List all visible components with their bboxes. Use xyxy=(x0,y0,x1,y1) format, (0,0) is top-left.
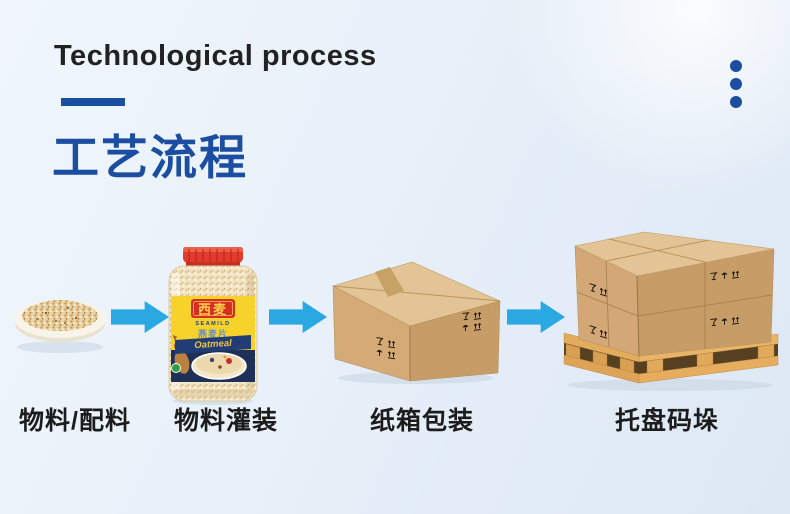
brand-en-text: SEAMILD xyxy=(195,321,230,327)
step-label-materials: 物料/配料 xyxy=(19,407,131,435)
box-flap-seam xyxy=(332,285,501,302)
oats-plate-illustration xyxy=(14,300,106,353)
dot-icon xyxy=(730,96,742,108)
flow-arrow-icon xyxy=(111,301,169,333)
title-accent-dash xyxy=(61,98,125,106)
jar-bottom-shade xyxy=(173,389,253,397)
dot-icon xyxy=(730,60,742,72)
pallet-shadow xyxy=(568,379,772,391)
page-title-zh: 工艺流程 xyxy=(52,131,248,184)
product-zh-text: 燕麦片 xyxy=(198,328,228,339)
strawberry xyxy=(226,358,232,364)
brand-zh-text: 西麦 xyxy=(198,302,228,317)
brand-banner: 西麦 xyxy=(191,299,235,318)
step-label-carton: 纸箱包装 xyxy=(369,407,475,435)
step-label-filling: 物料灌装 xyxy=(173,407,279,435)
step-label-palletizing: 托盘码垛 xyxy=(614,407,720,435)
flow-arrow-icon xyxy=(507,301,565,333)
plate-shadow xyxy=(17,341,103,353)
carton-box-illustration xyxy=(332,261,501,384)
oatmeal-ribbon xyxy=(175,335,251,354)
blueberry xyxy=(209,357,215,363)
pallet-stack-illustration xyxy=(563,231,779,391)
product-en-text: Oatmeal xyxy=(194,338,232,351)
oat-flecks xyxy=(37,307,78,324)
page-title-en: Technological process xyxy=(54,40,377,72)
flow-arrow-icon xyxy=(269,301,327,333)
box-tape xyxy=(375,267,404,297)
menu-dots-icon xyxy=(730,60,742,108)
jar-label: 西麦 SEAMILD 燕麦片 Oatmeal xyxy=(171,296,255,382)
jar-cap xyxy=(183,247,243,266)
stacked-boxes xyxy=(574,231,775,357)
oats-heap-top xyxy=(34,300,86,318)
green-badge xyxy=(171,363,181,373)
oatmeal-jar-illustration: 西麦 SEAMILD 燕麦片 Oatmeal xyxy=(168,247,258,405)
dot-icon xyxy=(730,78,742,90)
